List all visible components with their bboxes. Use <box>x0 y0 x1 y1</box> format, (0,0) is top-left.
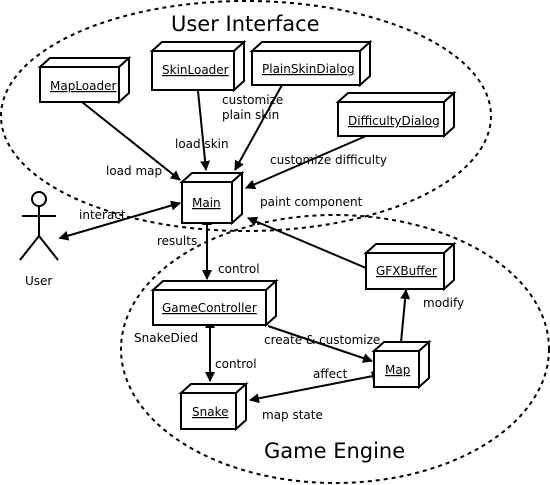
game-engine-region <box>120 214 550 484</box>
node-map: Map <box>371 339 432 390</box>
edge-label-create-customize: create & customize <box>264 333 380 347</box>
node-plainskindialog: PlainSkinDialog <box>249 39 373 88</box>
edge-label-snake-died: SnakeDied <box>134 331 198 345</box>
edge-label-customize-plain-skin-line1: customize <box>222 93 283 107</box>
node-gamecontroller-label: GameController <box>162 301 257 315</box>
edge-label-customize-difficulty: customize difficulty <box>270 153 387 167</box>
edge-skinloader-main <box>197 90 211 171</box>
node-gfxbuffer: GFXBuffer <box>363 241 457 292</box>
node-main: Main <box>179 170 245 226</box>
node-gfxbuffer-label: GFXBuffer <box>376 264 437 278</box>
edge-gamecontroller-map <box>267 325 373 363</box>
edge-label-paint-component: paint component <box>260 195 363 209</box>
node-snake-label: Snake <box>192 405 228 419</box>
node-difficultydialog-label: DifficultyDialog <box>348 114 440 128</box>
edge-label-load-skin: load skin <box>175 137 229 151</box>
node-main-label: Main <box>192 196 221 210</box>
node-map-label: Map <box>385 363 410 377</box>
edge-label-load-map: load map <box>106 164 162 178</box>
edge-label-map-state: map state <box>262 408 323 422</box>
node-gamecontroller: GameController <box>150 278 279 328</box>
node-skinloader: SkinLoader <box>149 39 247 93</box>
game-engine-title: Game Engine <box>264 439 405 463</box>
edge-map-gfxbuffer <box>400 289 411 343</box>
edge-difficultydialog-main <box>245 135 367 190</box>
edge-label-interact: interact <box>79 208 126 222</box>
edge-label-modify: modify <box>423 296 464 310</box>
edge-label-customize-plain-skin-line2: plain skin <box>222 108 279 122</box>
edge-plainskindialog-main <box>234 84 283 171</box>
node-difficultydialog: DifficultyDialog <box>335 90 457 139</box>
edge-maploader-main <box>81 101 181 181</box>
edge-map-snake <box>249 371 382 404</box>
actor-head-icon <box>31 191 47 207</box>
node-maploader: MapLoader <box>37 55 132 105</box>
edge-label-control-snake: control <box>215 357 257 371</box>
edge-gfxbuffer-main <box>247 216 367 269</box>
node-maploader-label: MapLoader <box>50 79 116 93</box>
user-actor-label: User <box>25 274 52 288</box>
edge-label-affect: affect <box>313 367 348 381</box>
edge-label-control-main: control <box>218 262 260 276</box>
node-skinloader-label: SkinLoader <box>162 63 229 77</box>
edge-user-main <box>58 200 181 241</box>
node-plainskindialog-label: PlainSkinDialog <box>262 62 355 76</box>
user-actor <box>19 191 59 261</box>
user-interface-region <box>0 0 492 232</box>
edge-label-results: results <box>157 234 197 248</box>
user-interface-title: User Interface <box>171 12 320 36</box>
node-snake: Snake <box>178 381 249 432</box>
